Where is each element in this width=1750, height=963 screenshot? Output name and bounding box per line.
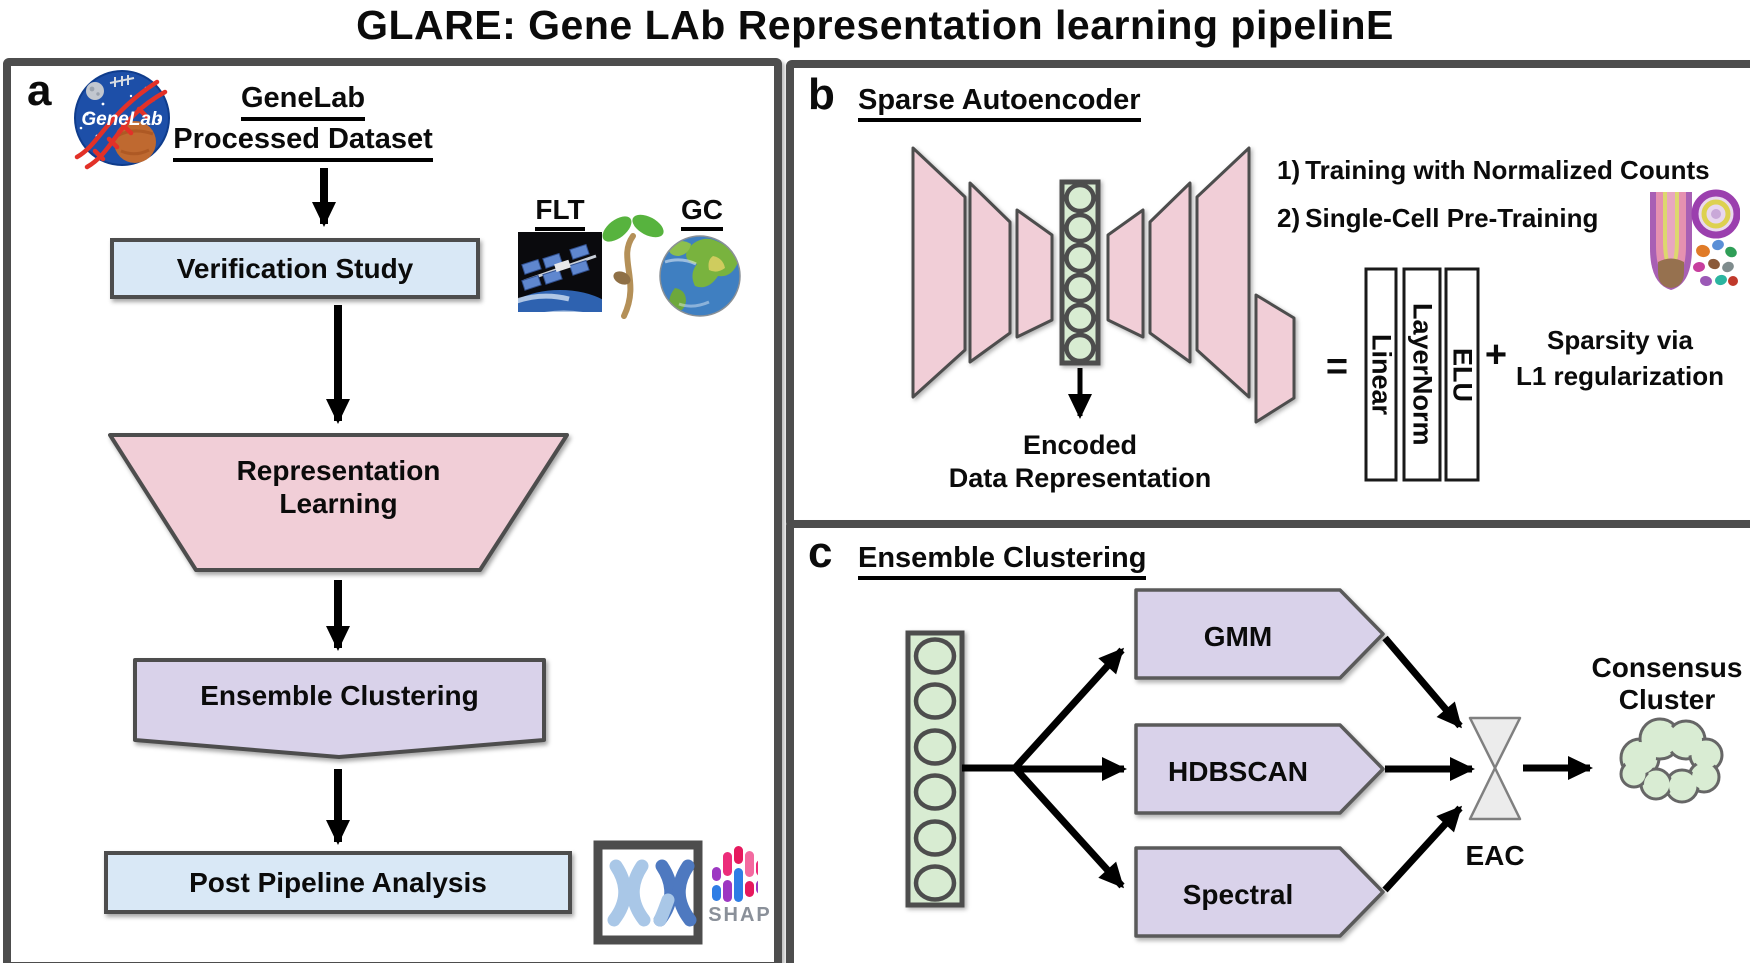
root-tip-image (1650, 192, 1692, 290)
latent-layer (905, 630, 965, 908)
single-layer-shape (1254, 293, 1296, 424)
autoencoder-layers (911, 146, 1296, 424)
arrow-to-gmm (1012, 647, 1125, 771)
verification-study-box (110, 238, 480, 299)
genelab-logo: GeneLab (74, 70, 170, 170)
shap-logo-icon (712, 846, 758, 902)
panel-c-graphics (905, 588, 1724, 938)
arrow-to-spectral (1012, 765, 1125, 889)
ensemble-clustering-shape (133, 658, 546, 759)
dataset-title: GeneLab Processed Dataset (153, 80, 453, 162)
elu-block (1444, 267, 1480, 482)
sparsity-label: Sparsity via L1 regularization (1515, 325, 1725, 391)
decoder-layer-3 (1195, 146, 1251, 399)
eac-label: EAC (1465, 840, 1525, 871)
seedling-image (602, 214, 664, 319)
elu-label: ELU (1447, 347, 1478, 402)
panel-a-graphics: GeneLab (74, 70, 758, 945)
layernorm-block (1402, 267, 1442, 482)
encoded-representation-label: Encoded Data Representation (948, 430, 1212, 493)
post-pipeline-box (104, 851, 572, 914)
gmm-to-eac-arrow (1382, 635, 1463, 729)
spectral-to-eac-arrow (1382, 805, 1463, 893)
panel-b-title: Sparse Autoencoder (858, 84, 1141, 122)
layer-blocks (1364, 267, 1480, 482)
decoder-layer-1 (1106, 208, 1145, 339)
encoder-layer-3 (1015, 208, 1054, 339)
figure-title: GLARE: Gene LAb Representation learning … (356, 2, 1394, 48)
genelab-logo-text: GeneLab (81, 109, 163, 130)
panel-c-title: Ensemble Clustering (858, 542, 1147, 580)
plus-sign: + (1484, 334, 1508, 376)
consensus-cloud (1619, 717, 1724, 804)
verification-study-label: Verification Study (176, 253, 414, 284)
equals-sign: = (1325, 346, 1349, 388)
single-cell-clusters-image (1693, 239, 1738, 287)
flt-label: FLT (520, 194, 600, 231)
hdbscan-label: HDBSCAN (1168, 756, 1308, 787)
spectral-shape (1134, 846, 1385, 938)
spectral-label: Spectral (1182, 879, 1294, 910)
representation-learning-shape (108, 433, 569, 572)
dna-helix-icon (74, 79, 168, 170)
layernorm-label: LayerNorm (1407, 303, 1438, 446)
encoder-layer-1 (911, 146, 967, 399)
post-pipeline-label: Post Pipeline Analysis (189, 867, 487, 898)
eac-funnel-icon (1468, 716, 1522, 821)
note-pretraining: 2)Single-Cell Pre-Training (1277, 203, 1599, 233)
gc-label: GC (662, 194, 742, 231)
dataset-title-line1: GeneLab (240, 80, 366, 121)
panel-a-label: a (27, 66, 52, 115)
iss-flt-image (518, 232, 602, 312)
latent-layer (1059, 179, 1101, 366)
gmm-label: GMM (1203, 621, 1273, 652)
decoder-layer-2 (1148, 181, 1192, 364)
dataset-title-line2: Processed Dataset (173, 121, 433, 162)
panel-b-label: b (808, 70, 835, 119)
panel-b: b Sparse Autoencoder 1)Training with Nor… (786, 60, 1750, 528)
cell-cross-section-image (1691, 189, 1740, 239)
ensemble-clustering-label: Ensemble Clustering (200, 680, 479, 711)
encoder-layer-2 (968, 181, 1012, 364)
panel-c-label: c (808, 528, 833, 577)
linear-label: Linear (1366, 333, 1397, 416)
panel-a: GeneLab (3, 58, 782, 963)
chromosome-icon (593, 840, 703, 945)
panel-b-graphics (911, 146, 1740, 482)
consensus-cluster-label: Consensus Cluster (1591, 652, 1743, 715)
panel-c: c Ensemble Clustering GMM HDBSCAN Spectr… (786, 520, 1750, 963)
earth-globe-image (659, 235, 741, 317)
iss-mini-icon (109, 75, 135, 87)
hdbscan-shape (1134, 723, 1385, 815)
note-training: 1)Training with Normalized Counts (1277, 155, 1710, 185)
representation-learning-label: Representation Learning (236, 455, 441, 519)
linear-block (1364, 267, 1398, 482)
shap-label: SHAP (708, 904, 772, 926)
gmm-shape (1134, 588, 1385, 680)
